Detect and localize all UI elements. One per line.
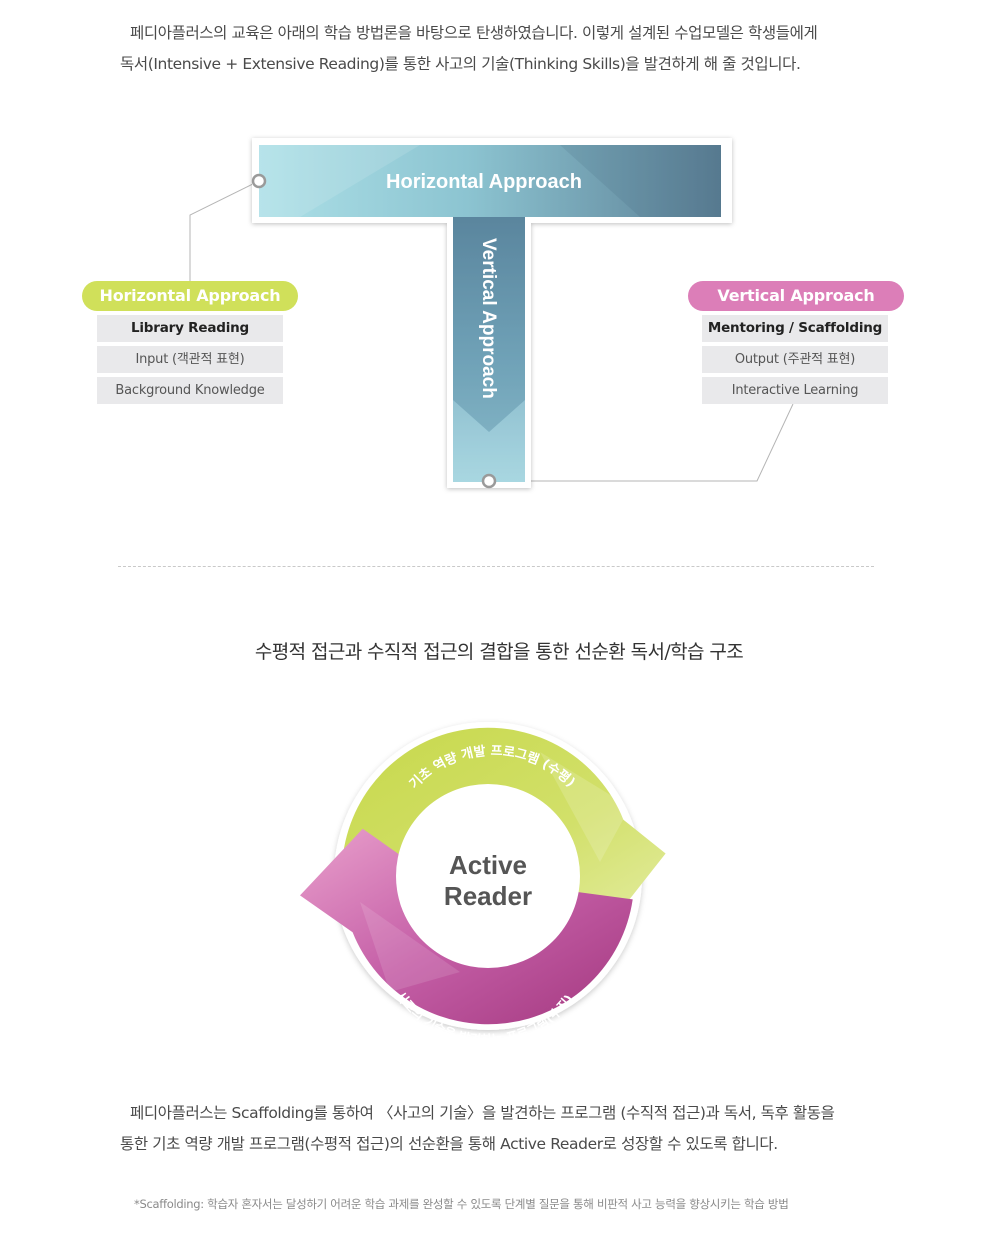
green-cycle-arrow bbox=[343, 727, 666, 922]
cycle-diagram: Active Reader 기초 역량 개발 프로그램 (수평) 사고의 기술을… bbox=[300, 722, 666, 1042]
horizontal-item-input: Input (객관적 표현) bbox=[97, 346, 283, 373]
intro-line-2: 독서(Intensive + Extensive Reading)를 통한 사고… bbox=[120, 55, 801, 73]
intro-line-1: 페디아플러스의 교육은 아래의 학습 방법론을 바탕으로 탄생하였습니다. 이렇… bbox=[130, 24, 818, 42]
cycle-subtitle: 수평적 접근과 수직적 접근의 결합을 통한 선순환 독서/학습 구조 bbox=[254, 641, 744, 663]
outro-line-2: 통한 기초 역량 개발 프로그램(수평적 접근)의 선순환을 통해 Active… bbox=[120, 1135, 778, 1153]
vertical-item-mentoring-scaffolding: Mentoring / Scaffolding bbox=[702, 315, 888, 342]
intro-text: 페디아플러스의 교육은 아래의 학습 방법론을 바탕으로 탄생하였습니다. 이렇… bbox=[120, 18, 900, 80]
vertical-bar-label: Vertical Approach bbox=[478, 238, 499, 399]
outro-line-1: 페디아플러스는 Scaffolding를 통하여 〈사고의 기술〉을 발견하는 … bbox=[130, 1104, 835, 1122]
vertical-item-interactive-learning: Interactive Learning bbox=[702, 377, 888, 404]
horizontal-item-background-knowledge: Background Knowledge bbox=[97, 377, 283, 404]
center-label-line-1: Active bbox=[449, 850, 527, 880]
horizontal-connector-dot bbox=[251, 173, 267, 189]
center-label-line-2: Reader bbox=[444, 881, 532, 911]
vertical-approach-list: Mentoring / Scaffolding Output (주관적 표현) … bbox=[702, 315, 888, 408]
section-divider bbox=[118, 566, 874, 567]
horizontal-connector-line bbox=[189, 180, 260, 282]
horizontal-approach-title: Horizontal Approach bbox=[82, 281, 298, 311]
vertical-connector-line bbox=[489, 403, 794, 482]
t-shape-diagram: Horizontal Approach Vertical Approach bbox=[189, 138, 794, 489]
outro-text: 페디아플러스는 Scaffolding를 통하여 〈사고의 기술〉을 발견하는 … bbox=[120, 1098, 920, 1160]
scaffolding-footnote: *Scaffolding: 학습자 혼자서는 달성하기 어려운 학습 과제를 완… bbox=[134, 1197, 789, 1211]
vertical-approach-title: Vertical Approach bbox=[688, 281, 904, 311]
horizontal-bar-label: Horizontal Approach bbox=[386, 171, 582, 193]
vertical-item-output: Output (주관적 표현) bbox=[702, 346, 888, 373]
vertical-connector-dot bbox=[481, 473, 497, 489]
horizontal-bar bbox=[259, 145, 721, 217]
vertical-bar bbox=[453, 217, 525, 482]
horizontal-item-library-reading: Library Reading bbox=[97, 315, 283, 342]
magenta-cycle-arrow bbox=[300, 828, 633, 1025]
horizontal-approach-list: Library Reading Input (객관적 표현) Backgroun… bbox=[97, 315, 283, 408]
